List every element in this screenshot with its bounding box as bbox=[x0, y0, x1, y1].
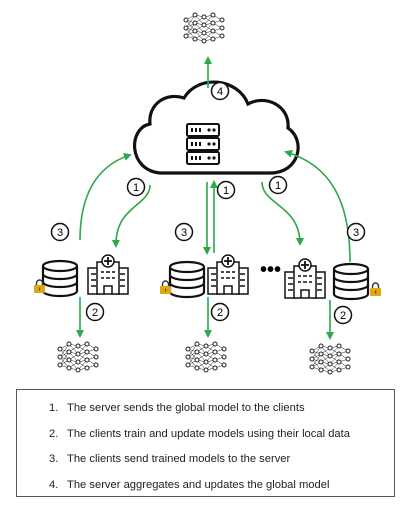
arrow-1-right bbox=[261, 181, 304, 246]
arrow-3-left bbox=[79, 153, 132, 241]
svg-text:3: 3 bbox=[353, 227, 359, 239]
svg-text:2: 2 bbox=[92, 307, 98, 319]
svg-text:1: 1 bbox=[275, 180, 281, 192]
svg-text:4: 4 bbox=[217, 86, 223, 98]
hospital-icon bbox=[207, 254, 249, 295]
step-label-1-middle: 1 bbox=[216, 180, 236, 200]
local-model-icon bbox=[309, 343, 351, 375]
local-model-icon bbox=[185, 341, 227, 373]
lock-icon bbox=[369, 282, 382, 297]
step-label-2-right: 2 bbox=[333, 305, 353, 325]
step-label-3-left: 3 bbox=[50, 222, 70, 242]
svg-text:2: 2 bbox=[340, 310, 346, 322]
legend-box: 1.The server sends the global model to t… bbox=[16, 389, 395, 497]
step-label-4: 4 bbox=[210, 81, 230, 101]
hospital-icon bbox=[87, 254, 129, 295]
step-label-2-left: 2 bbox=[85, 302, 105, 322]
database-icon bbox=[332, 262, 370, 301]
svg-text:1: 1 bbox=[133, 182, 139, 194]
svg-text:3: 3 bbox=[57, 227, 63, 239]
svg-text:2: 2 bbox=[217, 307, 223, 319]
legend-item: 2.The clients train and update models us… bbox=[49, 427, 350, 440]
ellipsis: ••• bbox=[260, 259, 281, 281]
step-label-1-left: 1 bbox=[126, 177, 146, 197]
server-rack-icon bbox=[186, 123, 220, 165]
legend-list: 1.The server sends the global model to t… bbox=[17, 390, 394, 498]
database-icon bbox=[41, 259, 79, 298]
legend-item: 1.The server sends the global model to t… bbox=[49, 402, 305, 414]
svg-text:1: 1 bbox=[223, 185, 229, 197]
global-model-icon bbox=[183, 12, 225, 44]
step-label-3-middle: 3 bbox=[174, 222, 194, 242]
svg-text:3: 3 bbox=[181, 227, 187, 239]
arrow-1-left bbox=[111, 184, 151, 248]
step-label-3-right: 3 bbox=[346, 222, 366, 242]
arrow-3-right bbox=[284, 149, 351, 263]
local-model-icon bbox=[57, 341, 99, 373]
legend-item: 3.The clients send trained models to the… bbox=[49, 453, 291, 465]
database-icon bbox=[168, 260, 206, 299]
step-label-2-middle: 2 bbox=[210, 302, 230, 322]
legend-item: 4.The server aggregates and updates the … bbox=[49, 478, 330, 491]
step-label-1-right: 1 bbox=[268, 175, 288, 195]
hospital-icon bbox=[284, 258, 326, 299]
